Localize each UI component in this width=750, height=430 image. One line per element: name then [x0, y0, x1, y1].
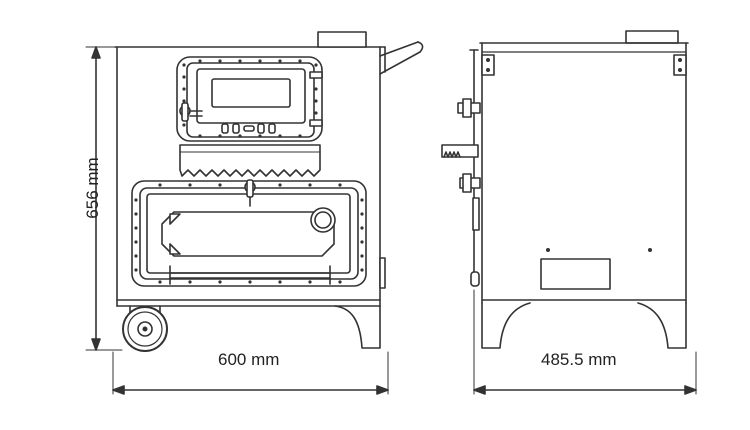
depth-label: 485.5 mm: [541, 350, 617, 369]
width-dimension-line: [112, 351, 389, 395]
caster-wheel: [122, 305, 168, 352]
oven-latch: [244, 179, 256, 207]
side-chimney-stub: [625, 30, 679, 44]
firebox-door: [176, 56, 323, 142]
air-vents: [221, 123, 276, 134]
firebox-window: [211, 78, 291, 108]
height-label: 656 mm: [83, 157, 102, 219]
height-dimension-line: [85, 46, 123, 351]
oven-door: [131, 179, 367, 287]
side-right-leg: [637, 302, 687, 349]
width-label: 600 mm: [218, 350, 280, 369]
side-handle: [379, 41, 424, 75]
oven-handle-bar: [169, 265, 331, 285]
oven-window: [161, 211, 335, 257]
oven-thermometer: [310, 207, 336, 233]
front-view: [114, 31, 424, 352]
side-view: [441, 30, 689, 349]
chimney-stub: [317, 31, 367, 48]
side-left-leg: [481, 302, 531, 349]
firebox-latch: [179, 102, 203, 122]
oven-door-rivets: [134, 183, 364, 284]
ash-grate: [179, 144, 321, 177]
side-knobs: [441, 49, 481, 287]
side-access-panel: [540, 258, 611, 290]
side-corner-brackets: [481, 54, 687, 76]
front-right-leg: [334, 305, 381, 349]
depth-dimension-line: [473, 289, 697, 395]
front-body: [114, 46, 386, 307]
